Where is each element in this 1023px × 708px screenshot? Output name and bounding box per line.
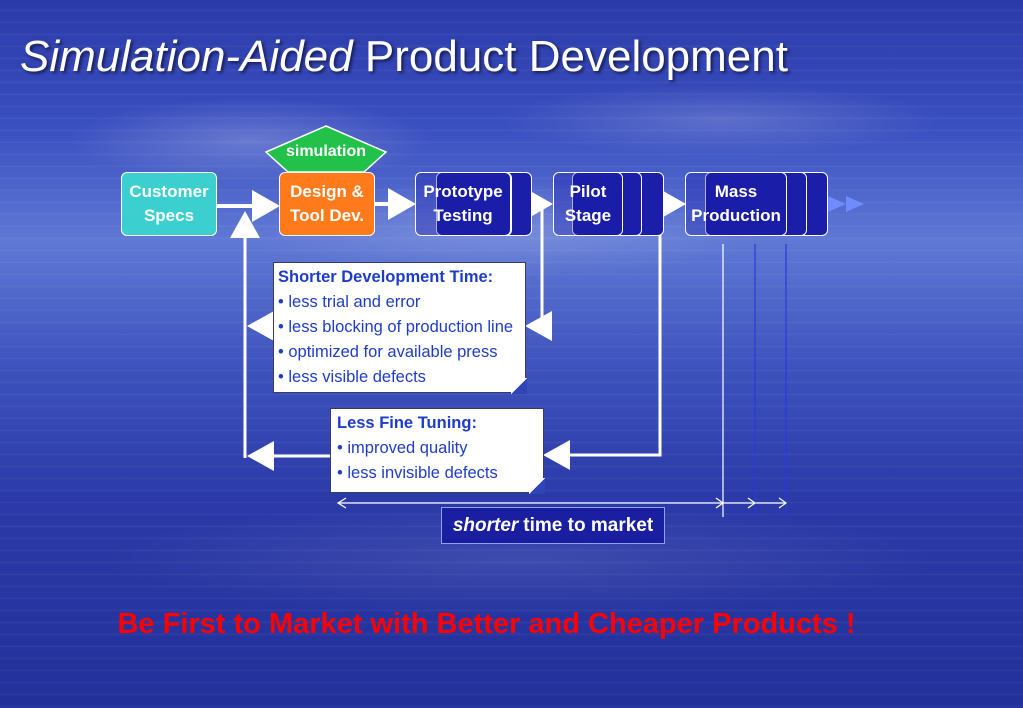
note-dev-time-item: • less visible defects xyxy=(278,368,426,386)
stage-prototype-line1: Prototype xyxy=(423,182,503,201)
timeline-left-tick xyxy=(336,497,347,509)
title-italic: Simulation-Aided xyxy=(20,32,353,81)
mass-stack-back-1 xyxy=(705,172,807,236)
prototype-stack-back-1 xyxy=(436,172,512,236)
stage-mass-production: Mass Production xyxy=(685,172,787,236)
time-to-market-regular: time to market xyxy=(523,514,654,536)
note-shorter-development-time: Shorter Development Time: • less trial a… xyxy=(273,262,527,394)
note-dev-time-item: • optimized for available press xyxy=(278,343,498,361)
simulation-label-box: simulation xyxy=(266,139,386,165)
page-title: Simulation-Aided Product Development xyxy=(20,32,788,82)
stage-design-line1: Design & xyxy=(290,182,364,201)
stage-pilot-line2: Stage xyxy=(564,206,612,225)
stage-prototype-line2: Testing xyxy=(433,206,493,225)
stage-design-tool-dev: Design & Tool Dev. xyxy=(279,172,375,236)
stage-customer-specs-line1: Customer xyxy=(129,182,209,201)
note-less-fine-tuning: Less Fine Tuning: • improved quality • l… xyxy=(330,408,545,494)
note-fine-tuning-item: • improved quality xyxy=(337,439,468,457)
pilot-stack-back-1 xyxy=(572,172,642,236)
stage-mass-line2: Production xyxy=(691,206,781,225)
timeline-arrow-2 xyxy=(747,497,757,509)
timeline-arrow-3 xyxy=(778,497,788,509)
note-fine-tuning-heading: Less Fine Tuning: xyxy=(337,414,477,432)
arrow-out-light-1 xyxy=(828,196,846,212)
stage-pilot-line1: Pilot xyxy=(569,182,607,201)
note-fine-tuning-item: • less invisible defects xyxy=(337,464,498,482)
note-dev-time-item: • less blocking of production line xyxy=(278,318,514,336)
stage-customer-specs: Customer Specs xyxy=(121,172,217,236)
note-dev-time-item: • less trial and error xyxy=(278,293,421,311)
note-dev-time-heading: Shorter Development Time: xyxy=(278,268,494,286)
simulation-label: simulation xyxy=(285,143,366,160)
time-to-market-label: shorter time to market xyxy=(441,507,665,544)
simulation-shape xyxy=(264,125,388,173)
stage-prototype-testing: Prototype Testing xyxy=(415,172,511,236)
stage-customer-specs-line2: Specs xyxy=(143,206,195,225)
stage-pilot: Pilot Stage xyxy=(553,172,623,236)
note-fine-tuning-fold xyxy=(529,478,545,494)
stage-design-line2: Tool Dev. xyxy=(290,206,364,225)
time-to-market-italic: shorter xyxy=(452,514,519,536)
stage-mass-line1: Mass xyxy=(714,182,758,201)
feedback-pilot xyxy=(543,208,662,470)
note-dev-time-fold xyxy=(511,378,527,394)
feedback-prototype xyxy=(525,208,552,341)
slogan: Be First to Market with Better and Cheap… xyxy=(117,608,856,640)
title-regular: Product Development xyxy=(364,32,788,81)
timeline-arrow-1 xyxy=(715,497,725,509)
arrow-out-light-2 xyxy=(846,196,864,212)
